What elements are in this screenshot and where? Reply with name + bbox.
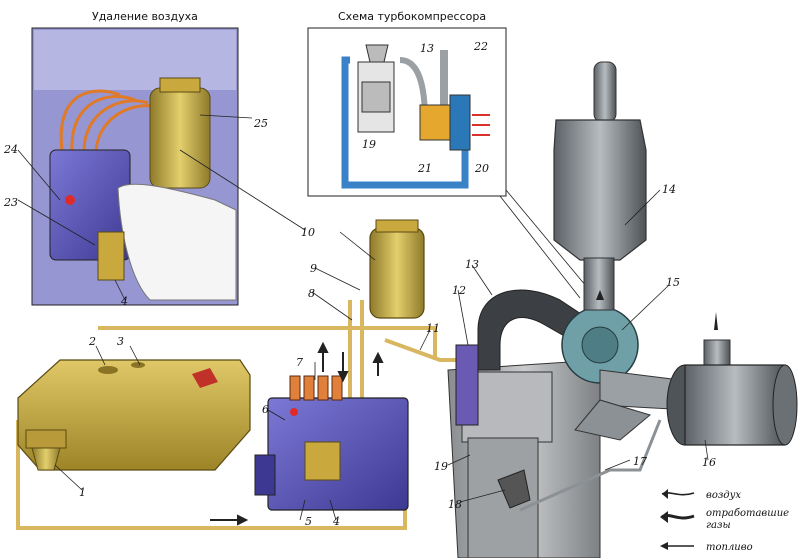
air-cleaner-pipe — [583, 257, 615, 311]
label-3: 3 — [117, 335, 124, 348]
inset-fuel-filter — [149, 87, 211, 189]
air-cleaner — [553, 61, 647, 311]
exhaust-manifold — [574, 399, 652, 441]
legend-fuel-arrowhead-icon — [660, 542, 668, 550]
sediment-filter — [25, 429, 67, 471]
injector-tubes — [59, 89, 161, 151]
label-19-main: 19 — [434, 460, 448, 473]
legend-air-arrowhead-icon — [662, 489, 668, 499]
label-10: 10 — [301, 226, 315, 239]
flow-arrows — [210, 341, 384, 526]
turbine-wheel-scheme — [419, 104, 451, 141]
compressor-wheel-scheme — [449, 94, 471, 151]
injector — [455, 344, 479, 426]
legend-exhaust-2: газы — [706, 520, 731, 531]
piston-scheme — [361, 81, 391, 113]
fuel-gauge-sender — [192, 368, 218, 388]
priming-pump-main — [304, 441, 341, 481]
pump-sections — [289, 375, 343, 401]
turbo-scheme-inset — [307, 27, 507, 197]
legend-exhaust-1: отработавшие — [706, 508, 789, 519]
label-23: 23 — [3, 196, 18, 209]
label-19-inset: 19 — [362, 138, 376, 151]
label-24: 24 — [3, 143, 18, 156]
fine-fuel-filter — [369, 219, 425, 319]
label-9: 9 — [310, 262, 317, 275]
label-15: 15 — [666, 276, 680, 289]
caption-turbo-scheme: Схема турбокомпрессора — [338, 10, 486, 23]
label-22: 22 — [473, 40, 488, 53]
pump-plug-main — [290, 408, 298, 416]
label-25: 25 — [253, 117, 268, 130]
muffler — [666, 312, 798, 446]
leader-inset-to-turbo-a — [499, 195, 581, 299]
hand-illustration — [117, 183, 237, 301]
filter-cap — [159, 77, 201, 93]
air-removal-inset — [31, 27, 239, 306]
fuel-pump-drive — [497, 469, 531, 509]
part-labels: 1 2 3 4 4 5 6 7 8 9 10 11 12 13 13 14 15… — [3, 40, 716, 528]
label-18: 18 — [448, 498, 462, 511]
fuel-tank — [17, 359, 251, 471]
label-6: 6 — [262, 403, 269, 416]
legend-fuel: топливо — [706, 542, 753, 553]
label-4-inset: 4 — [120, 295, 128, 308]
caption-air-removal: Удаление воздуха — [92, 10, 198, 23]
air-intake-cap — [593, 61, 617, 123]
valve-head-scheme — [365, 44, 389, 63]
leader-inset-to-turbo-b — [505, 189, 597, 299]
label-11: 11 — [426, 322, 440, 335]
priming-pump — [97, 231, 125, 281]
leader-lines — [17, 114, 709, 521]
control-rod — [519, 419, 662, 512]
label-2: 2 — [88, 335, 96, 348]
injection-pump — [254, 375, 409, 511]
label-13-main: 13 — [465, 258, 479, 271]
label-20: 20 — [474, 162, 489, 175]
exhaust-direction-arrow — [714, 312, 718, 330]
pump-drive — [254, 454, 276, 496]
label-21: 21 — [417, 162, 432, 175]
label-8: 8 — [308, 287, 315, 300]
label-17: 17 — [633, 455, 647, 468]
engine-block — [447, 344, 601, 558]
airflow-arrows-scheme — [472, 114, 490, 136]
filler-neck — [98, 366, 118, 374]
label-16: 16 — [702, 456, 716, 469]
legend-exhaust-arrowhead-icon — [660, 511, 668, 523]
legend: воздух отработавшие газы топливо — [660, 489, 789, 553]
label-7: 7 — [296, 356, 303, 369]
intake-loop — [341, 56, 469, 189]
label-14: 14 — [662, 183, 676, 196]
label-1: 1 — [79, 486, 86, 499]
air-direction-arrow — [596, 290, 604, 300]
engine-head-background — [34, 30, 236, 90]
label-13-inset: 13 — [420, 42, 434, 55]
legend-air: воздух — [706, 490, 741, 501]
inset-frame-turbo — [307, 27, 507, 197]
label-12: 12 — [452, 284, 466, 297]
pump-plug — [65, 195, 75, 205]
label-4-main: 4 — [332, 515, 340, 528]
tank-cap — [131, 362, 145, 368]
label-5: 5 — [305, 515, 312, 528]
